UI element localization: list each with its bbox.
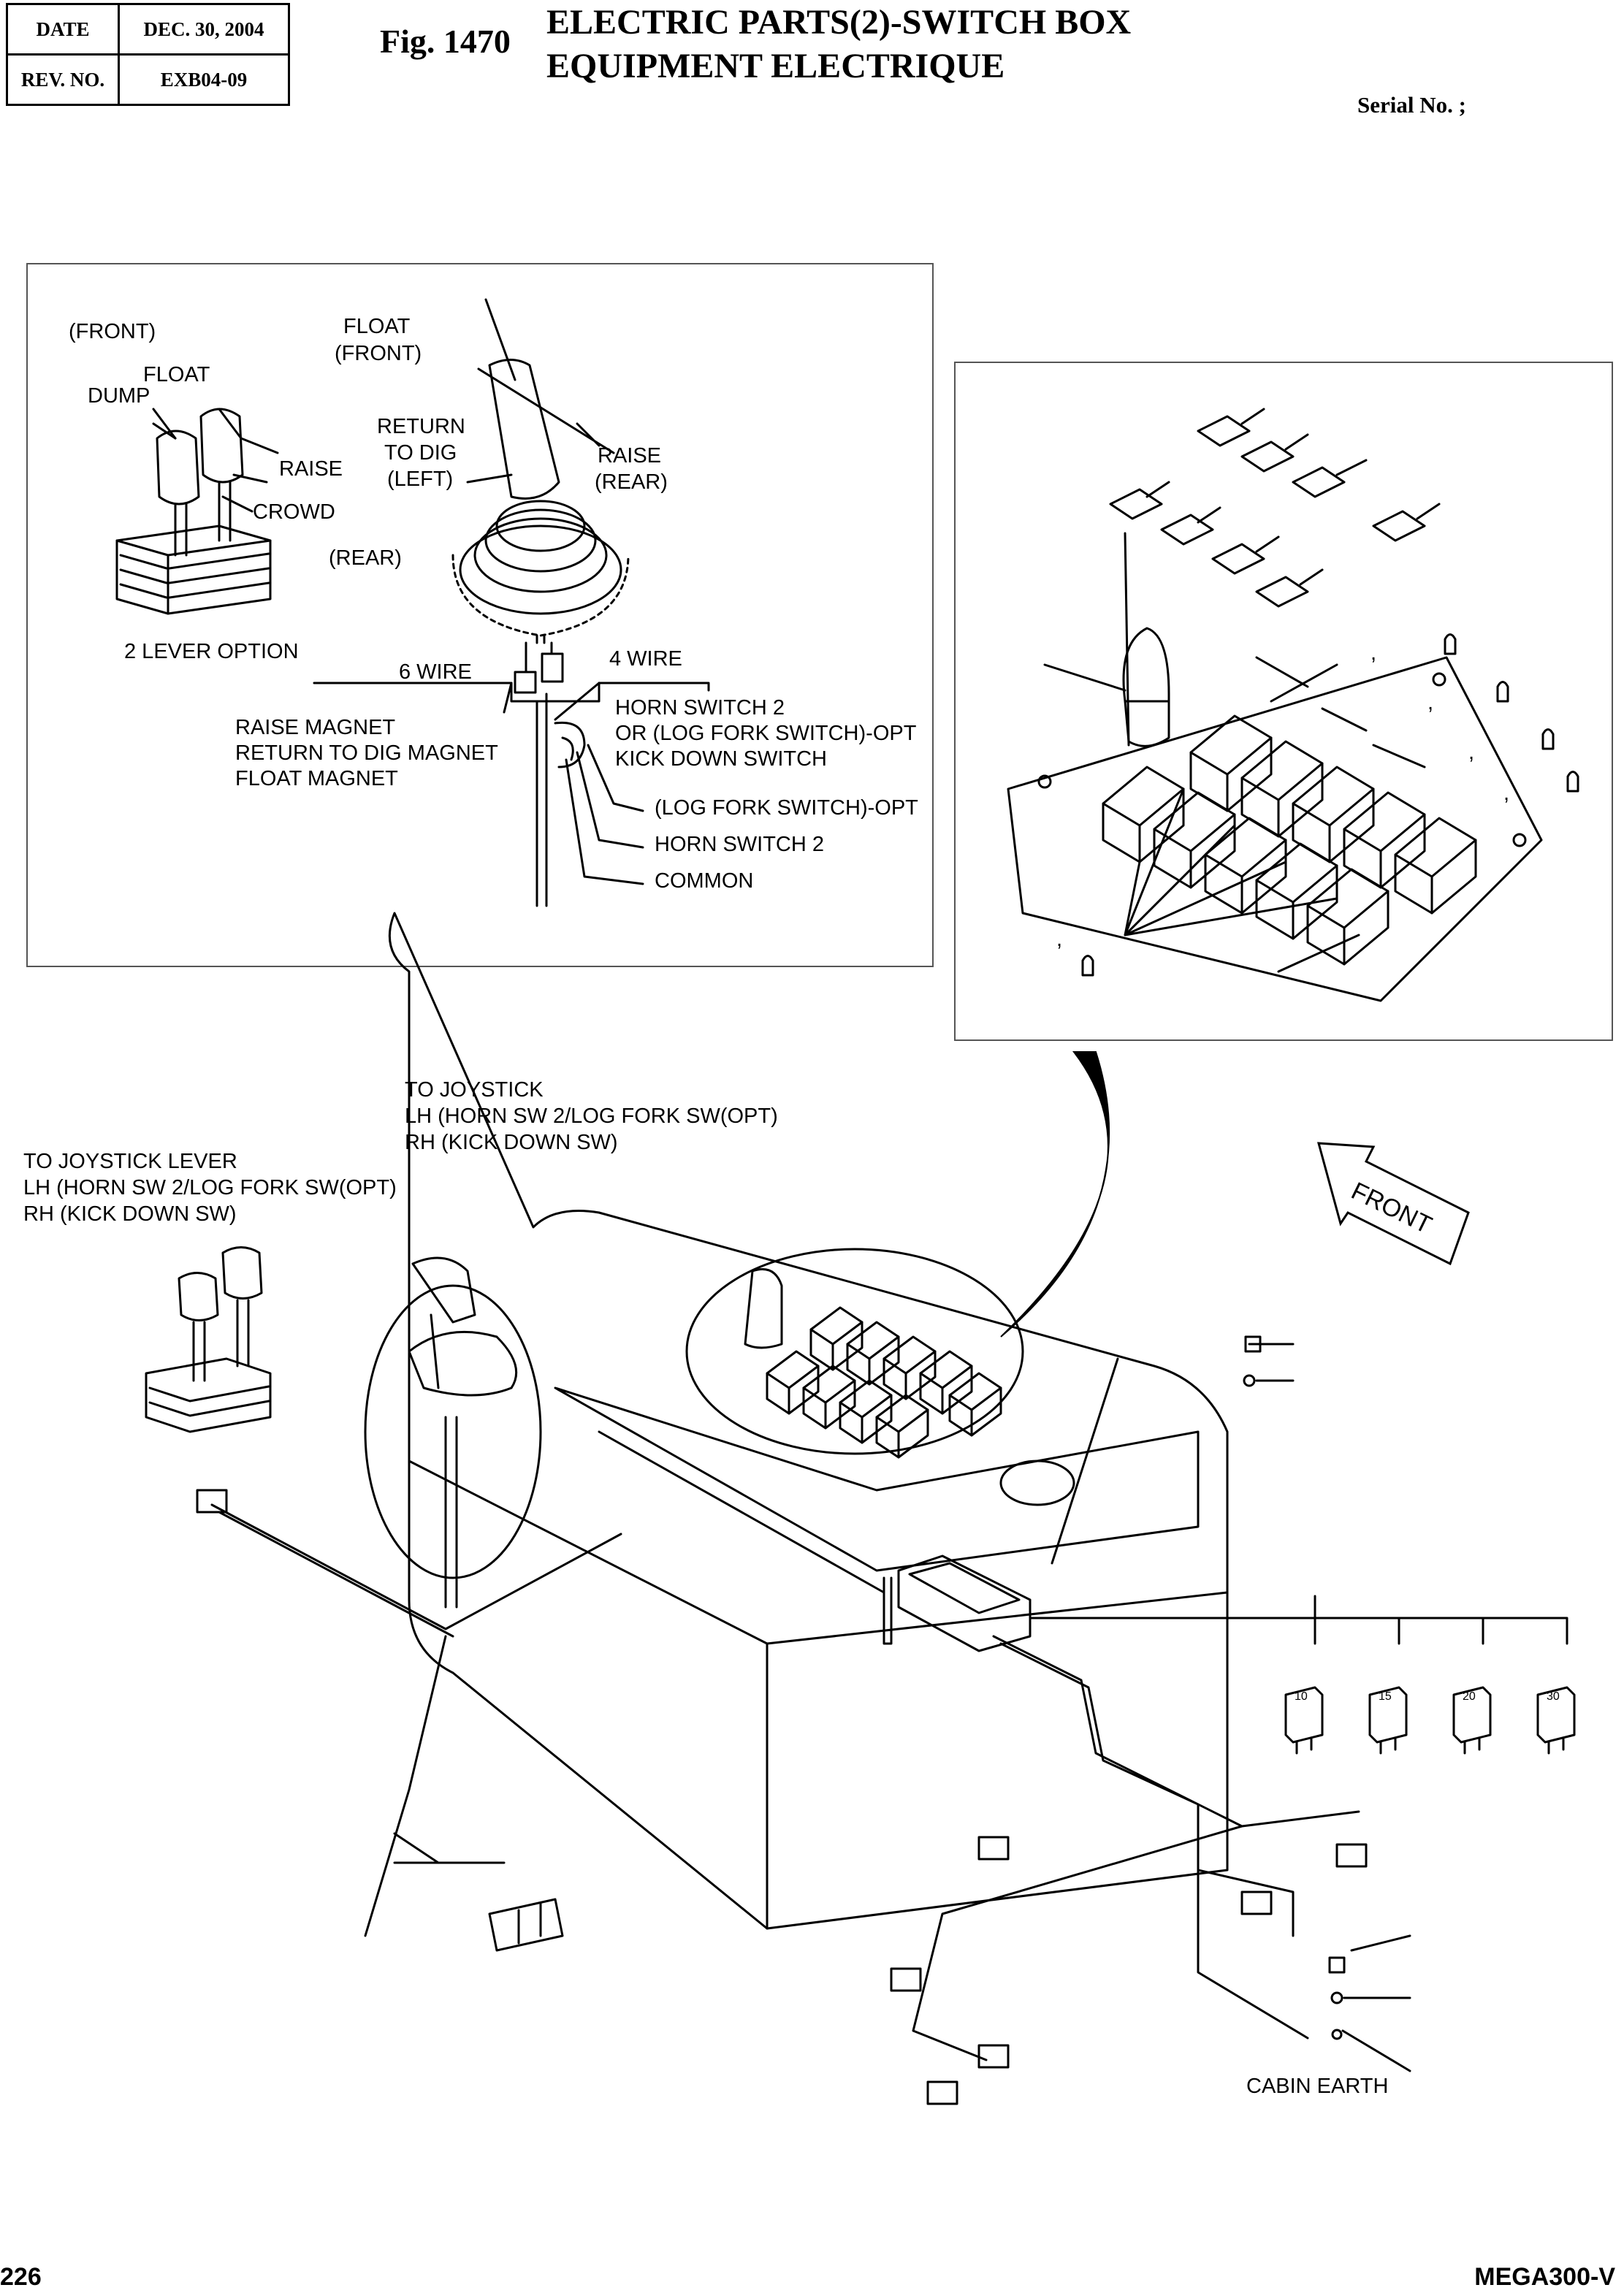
label-raise-2lever: RAISE (279, 457, 343, 481)
label-common: COMMON (655, 869, 754, 893)
rev-value: EXB04-09 (118, 53, 290, 106)
label-horn-switch-2: HORN SWITCH 2 (655, 833, 824, 856)
fuse-rating: 20 (1463, 1690, 1476, 1703)
joystick-detail-panel (26, 263, 934, 967)
label-raise-magnet: RAISE MAGNET (235, 716, 396, 739)
model-code: MEGA300-V (1474, 2263, 1615, 2291)
label-front: (FRONT) (69, 320, 156, 343)
ref-mark: , (1468, 741, 1475, 764)
label-return: RETURN (377, 415, 465, 438)
label-to-joystick-lh: LH (HORN SW 2/LOG FORK SW(OPT) (405, 1104, 778, 1128)
label-dump: DUMP (88, 384, 150, 408)
switch-box-exploded-drawing (1007, 408, 1579, 1002)
switch-box-assembly-drawing (145, 912, 1576, 2105)
date-value: DEC. 30, 2004 (118, 3, 290, 56)
label-to-joystick-lever-rh: RH (KICK DOWN SW) (23, 1202, 237, 1226)
label-raise-rear: (REAR) (595, 470, 668, 494)
label-to-joystick-lever-lh: LH (HORN SW 2/LOG FORK SW(OPT) (23, 1176, 397, 1199)
label-float-2lever: FLOAT (143, 363, 210, 386)
page-title: ELECTRIC PARTS(2)-SWITCH BOX (546, 3, 1132, 42)
ref-mark: , (1371, 641, 1377, 665)
front-arrow-icon (1316, 1142, 1470, 1266)
label-float-magnet: FLOAT MAGNET (235, 767, 398, 790)
switch-detail-panel (954, 362, 1613, 1041)
label-log-fork-or: OR (LOG FORK SWITCH)-OPT (615, 722, 917, 745)
figure-number: Fig. 1470 (380, 23, 511, 60)
serial-number: Serial No. ; (1357, 92, 1466, 118)
label-log-fork-opt: (LOG FORK SWITCH)-OPT (655, 796, 918, 820)
ref-mark: , (1503, 782, 1510, 805)
revision-table: DATE DEC. 30, 2004 REV. NO. EXB04-09 (6, 3, 290, 106)
label-kick-down: KICK DOWN SWITCH (615, 747, 827, 771)
label-return-magnet: RETURN TO DIG MAGNET (235, 741, 498, 765)
label-4-wire: 4 WIRE (609, 647, 682, 671)
label-left: (LEFT) (387, 468, 454, 491)
label-2-lever-option: 2 LEVER OPTION (124, 640, 299, 663)
fuse-rating: 15 (1379, 1690, 1392, 1703)
ref-mark: , (1427, 691, 1434, 714)
label-horn-switch-2-or: HORN SWITCH 2 (615, 696, 785, 720)
date-label: DATE (6, 3, 120, 56)
label-6-wire: 6 WIRE (399, 660, 472, 684)
label-float-front: (FRONT) (335, 342, 422, 365)
two-lever-joystick-drawing (115, 408, 279, 615)
label-cabin-earth: CABIN EARTH (1246, 2075, 1389, 2098)
label-float-joystick: FLOAT (343, 315, 411, 338)
ref-mark: , (1056, 928, 1063, 951)
fuse-rating: 10 (1295, 1690, 1308, 1703)
label-to-joystick: TO JOYSTICK (405, 1078, 544, 1102)
label-crowd: CROWD (253, 500, 335, 524)
label-raise-joystick: RAISE (598, 444, 662, 468)
fuse-rating: 30 (1547, 1690, 1560, 1703)
page-number: 226 (0, 2263, 42, 2291)
single-joystick-drawing (313, 298, 710, 907)
label-to-joystick-lever: TO JOYSTICK LEVER (23, 1150, 237, 1173)
rev-label: REV. NO. (6, 53, 120, 106)
label-to-dig: TO DIG (384, 441, 457, 465)
label-rear: (REAR) (329, 546, 402, 570)
curved-arrow-icon (1000, 1051, 1110, 1338)
label-to-joystick-rh: RH (KICK DOWN SW) (405, 1131, 618, 1154)
page-subtitle: EQUIPMENT ELECTRIQUE (546, 47, 1005, 85)
